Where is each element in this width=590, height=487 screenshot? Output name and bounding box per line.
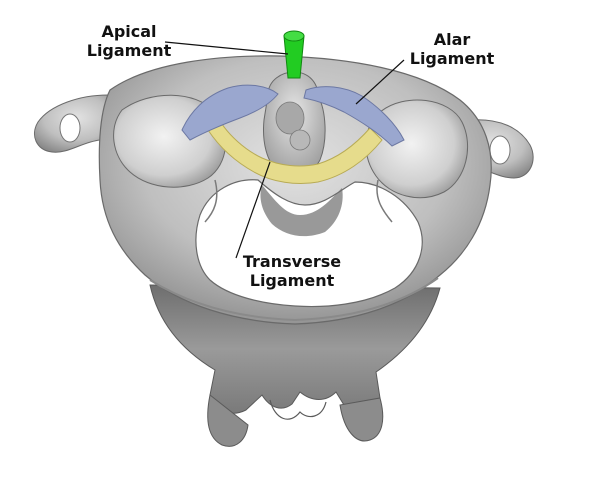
alar-ligament-left: [181, 84, 279, 141]
transverse-ligament: [207, 117, 383, 185]
apical-ligament-label: Apical Ligament: [69, 22, 189, 60]
axis-vertebra-lower: [149, 284, 441, 447]
apical-leader-line: [164, 41, 289, 55]
alar-ligament-right: [303, 86, 405, 147]
transverse-ligament-label: Transverse Ligament: [232, 252, 352, 290]
alar-leader-line: [355, 59, 405, 105]
apical-label-line1: Apical: [101, 22, 157, 41]
apical-label-line2: Ligament: [86, 41, 172, 60]
alar-label-line2: Ligament: [409, 49, 495, 68]
alar-ligament-label: Alar Ligament: [392, 30, 512, 68]
alar-label-line1: Alar: [433, 30, 471, 49]
apical-ligament: [283, 30, 305, 79]
transverse-label-line1: Transverse: [242, 252, 342, 271]
transverse-label-line2: Ligament: [249, 271, 335, 290]
transverse-leader-line: [235, 161, 271, 259]
